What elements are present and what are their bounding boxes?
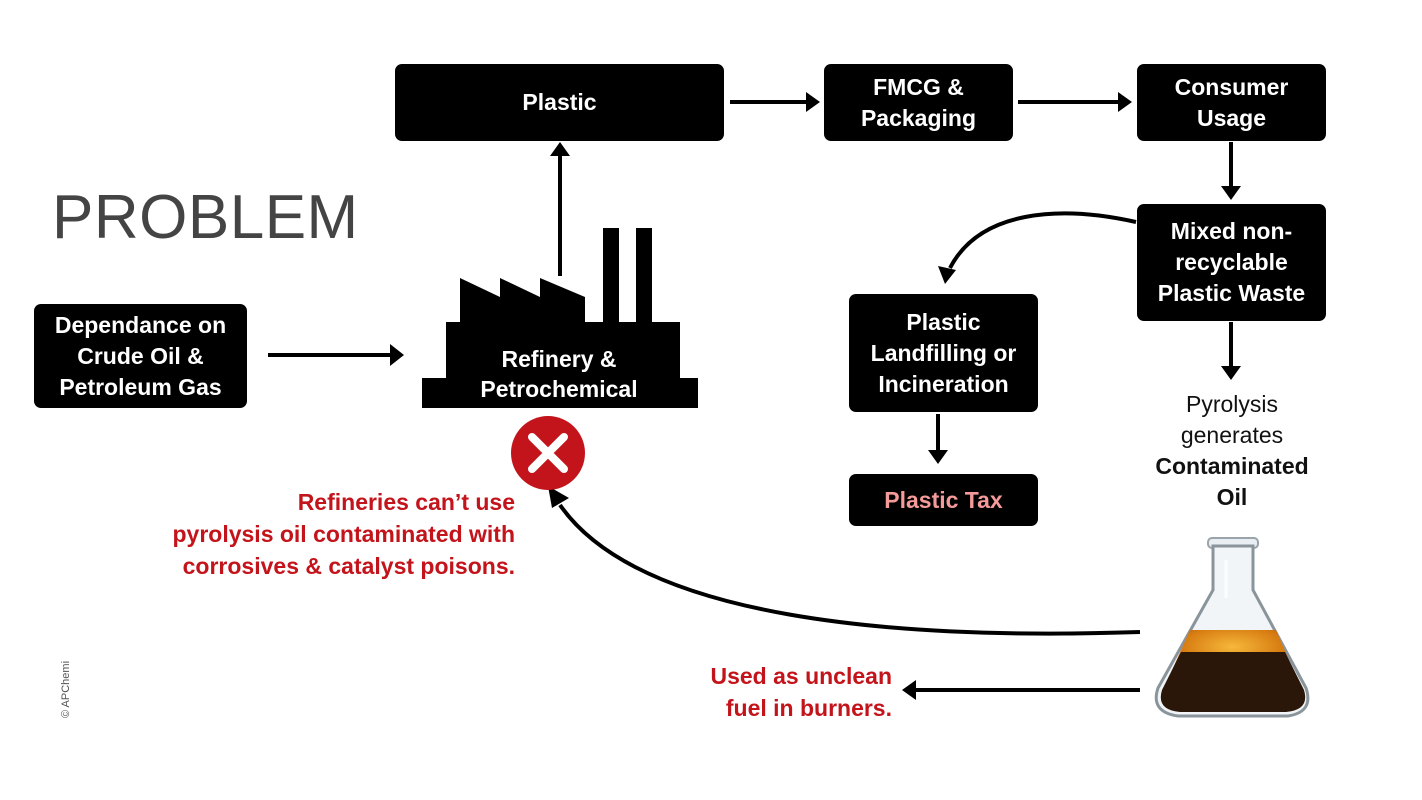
pyrolysis-line-1: Pyrolysis [1185, 391, 1278, 417]
refinery-label: Refinery & Petrochemical [480, 346, 638, 402]
refinery-problem-note: Refineries can’t use pyrolysis oil conta… [172, 489, 515, 579]
landfill-box-label: Plastic Landfilling or Incineration [870, 308, 1017, 397]
tax-box-label: Plastic Tax [884, 486, 1003, 513]
x-circle-icon [511, 416, 585, 490]
arrow-flask-to-refinery [558, 503, 1141, 636]
fmcg-packaging-box: FMCG & Packaging [824, 64, 1013, 141]
mixed-plastic-waste-box: Mixed non- recyclable Plastic Waste [1137, 204, 1326, 321]
flask-icon [1154, 537, 1310, 718]
pyrolysis-text: Pyrolysis generates Contaminated Oil [1120, 389, 1344, 513]
plastic-tax-box: Plastic Tax [849, 474, 1038, 526]
crude-box-label: Dependance on Crude Oil & Petroleum Gas [54, 311, 227, 400]
copyright: © APChemi [60, 660, 72, 718]
plastic-box: Plastic [395, 64, 724, 141]
page-title: PROBLEM [52, 183, 359, 252]
consumer-box-label: Consumer Usage [1174, 73, 1289, 131]
consumer-usage-box: Consumer Usage [1137, 64, 1326, 141]
fmcg-box-label: FMCG & Packaging [860, 73, 977, 131]
plastic-box-label: Plastic [522, 89, 597, 115]
mixed-box-label: Mixed non- recyclable Plastic Waste [1157, 218, 1306, 306]
pyrolysis-line-4: Oil [1216, 484, 1248, 510]
factory-icon [422, 228, 698, 408]
pyrolysis-line-3: Contaminated [1155, 453, 1309, 479]
pyrolysis-line-2: generates [1180, 422, 1284, 448]
unclean-fuel-note: Used as unclean fuel in burners. [710, 663, 892, 721]
arrow-mixed-to-landfill [948, 211, 1137, 269]
landfilling-incineration-box: Plastic Landfilling or Incineration [849, 294, 1038, 412]
crude-oil-box: Dependance on Crude Oil & Petroleum Gas [34, 304, 247, 408]
